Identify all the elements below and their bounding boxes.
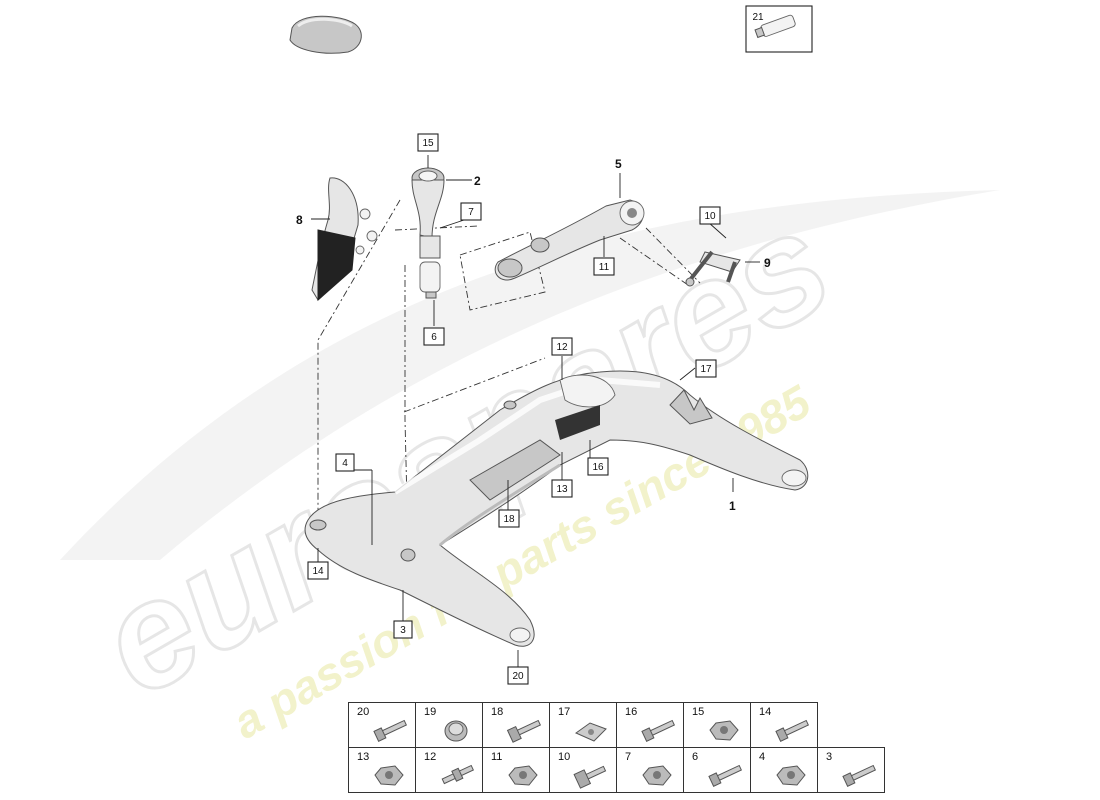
hardware-item-number: 12 xyxy=(424,751,437,763)
callout-5: 5 xyxy=(615,157,622,171)
callout-13-box: 13 xyxy=(551,479,573,498)
hardware-item-number: 4 xyxy=(759,751,766,763)
callout-4: 4 xyxy=(342,458,348,469)
callout-16: 16 xyxy=(592,462,604,473)
hardware-row-2: 13 12 11 10 7 6 4 3 xyxy=(348,747,885,793)
rubber-cap-part xyxy=(289,15,362,54)
hardware-item-number: 10 xyxy=(558,751,571,763)
hardware-cell: 14 xyxy=(750,702,818,748)
hardware-cell: 4 xyxy=(750,747,818,793)
nut-icon xyxy=(642,765,672,786)
plug-icon xyxy=(444,720,468,742)
hardware-cell: 13 xyxy=(348,747,416,793)
nut-icon xyxy=(508,765,538,786)
callout-8: 8 xyxy=(296,213,303,227)
hardware-cell: 18 xyxy=(482,702,550,748)
callout-11-box: 11 xyxy=(593,257,615,276)
callout-10: 10 xyxy=(704,211,716,222)
callout-1: 1 xyxy=(729,499,736,513)
callout-6-box: 6 xyxy=(423,327,445,346)
callout-15: 15 xyxy=(422,138,434,149)
bolt-icon xyxy=(573,765,607,789)
callout-3: 3 xyxy=(400,625,406,636)
callout-10-box: 10 xyxy=(699,206,721,225)
hardware-cell: 16 xyxy=(616,702,684,748)
hardware-item-number: 3 xyxy=(826,751,833,763)
callout-18: 18 xyxy=(503,514,515,525)
callout-15-box: 15 xyxy=(417,133,439,152)
callout-14: 14 xyxy=(312,566,324,577)
callout-20-box: 20 xyxy=(507,666,529,685)
hardware-cell: 10 xyxy=(549,747,617,793)
callout-13: 13 xyxy=(556,484,568,495)
hardware-cell: 11 xyxy=(482,747,550,793)
nut-icon xyxy=(709,720,739,741)
bearing-part-2 xyxy=(411,167,445,299)
hardware-cell: 3 xyxy=(817,747,885,793)
item-21-box: 21 xyxy=(745,5,813,53)
bolt-icon xyxy=(641,719,676,742)
bracket-part-8 xyxy=(311,177,378,302)
hardware-item-number: 13 xyxy=(357,751,370,763)
hardware-cell: 15 xyxy=(683,702,751,748)
hardware-cell: 19 xyxy=(415,702,483,748)
hardware-cell: 12 xyxy=(415,747,483,793)
callout-9: 9 xyxy=(764,256,771,270)
callout-21: 21 xyxy=(752,12,764,23)
hardware-cell: 17 xyxy=(549,702,617,748)
hardware-cell: 6 xyxy=(683,747,751,793)
hardware-item-number: 15 xyxy=(692,706,705,718)
callout-7-box: 7 xyxy=(460,202,482,221)
hardware-table: 20 19 18 17 16 15 14 13 xyxy=(348,702,885,793)
hardware-cell: 20 xyxy=(348,702,416,748)
callout-16-box: 16 xyxy=(587,457,609,476)
callouts: 15 2 5 8 7 10 9 11 6 12 17 xyxy=(296,133,771,685)
leader-lines xyxy=(311,155,760,667)
nut-icon xyxy=(374,765,404,786)
clip-nut-icon xyxy=(574,722,607,742)
callout-20: 20 xyxy=(512,671,524,682)
hardware-item-number: 18 xyxy=(491,706,504,718)
callout-18-box: 18 xyxy=(498,509,520,528)
hardware-item-number: 7 xyxy=(625,751,632,763)
link-part-9 xyxy=(685,250,741,287)
subframe-part-1 xyxy=(304,370,809,647)
hardware-item-number: 6 xyxy=(692,751,699,763)
bolt-icon xyxy=(775,719,810,742)
callout-3-box: 3 xyxy=(393,620,413,639)
hardware-item-number: 11 xyxy=(491,751,503,763)
bolt-icon xyxy=(373,719,408,742)
leader-lines-dashed xyxy=(317,199,701,546)
callout-6: 6 xyxy=(431,332,437,343)
callout-12: 12 xyxy=(556,342,568,353)
hardware-item-number: 17 xyxy=(558,706,571,718)
callout-17: 17 xyxy=(700,364,712,375)
callout-17-box: 17 xyxy=(695,359,717,378)
callout-11: 11 xyxy=(599,262,610,273)
control-arm-part-5 xyxy=(494,199,645,281)
stud-icon xyxy=(441,764,475,785)
callout-7: 7 xyxy=(468,207,474,218)
callout-12-box: 12 xyxy=(551,337,573,356)
callout-14-box: 14 xyxy=(307,561,329,580)
nut-icon xyxy=(776,765,806,786)
hardware-item-number: 14 xyxy=(759,706,772,718)
callout-2: 2 xyxy=(474,174,481,188)
bolt-icon xyxy=(708,764,743,787)
hardware-item-number: 20 xyxy=(357,706,370,718)
hardware-row-1: 20 19 18 17 16 15 14 xyxy=(348,702,885,748)
hardware-item-number: 16 xyxy=(625,706,638,718)
bolt-icon xyxy=(506,719,542,743)
callout-4-box: 4 xyxy=(335,453,355,472)
hardware-item-number: 19 xyxy=(424,706,437,718)
bolt-icon xyxy=(842,764,877,787)
grease-tube-icon xyxy=(754,14,796,39)
hardware-cell: 7 xyxy=(616,747,684,793)
